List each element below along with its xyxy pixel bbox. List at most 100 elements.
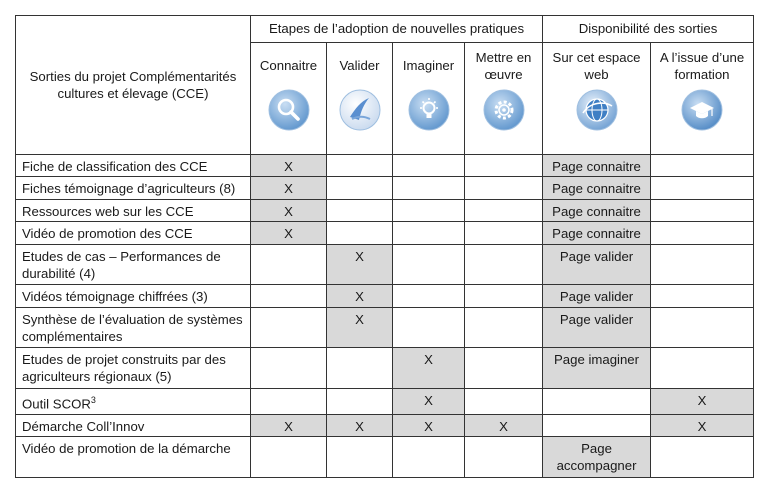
magnifier-icon: [268, 89, 309, 131]
cell-imaginer: [392, 221, 465, 245]
col-label-web: Sur cet espace web: [552, 49, 641, 82]
cell-valider: [326, 436, 393, 478]
row-label-text: Démarche Coll’Innov: [22, 418, 145, 434]
cell-imaginer: X: [392, 347, 465, 389]
row-label: Ressources web sur les CCE: [15, 198, 251, 223]
cell-connaitre: X: [250, 176, 327, 200]
cell-connaitre: [250, 387, 327, 415]
cell-formation: [650, 198, 755, 223]
cell-mettre: [463, 306, 544, 349]
table-row: Vidéo de promotion de la démarche Page ac…: [15, 436, 755, 478]
cell-connaitre: X: [250, 413, 327, 438]
cell-imaginer: [392, 198, 465, 223]
cell-formation: X: [650, 387, 755, 415]
row-label: Vidéos témoignage chiffrées (3): [15, 284, 251, 308]
cell-imaginer: X: [392, 387, 465, 415]
cell-connaitre: [250, 243, 327, 286]
group-header-stages: Etapes de l’adoption de nouvelles pratiq…: [249, 15, 544, 43]
cell-mettre: [463, 436, 544, 478]
table-row: Vidéos témoignage chiffrées (3) X Page val…: [15, 284, 755, 308]
cell-web: Page valider: [542, 284, 652, 308]
cell-web: [542, 387, 652, 415]
gear-icon: [483, 89, 525, 131]
row-label: Vidéo de promotion de la démarche: [15, 436, 251, 478]
cell-valider: X: [326, 284, 393, 308]
row-label: Etudes de cas – Performances de durabili…: [15, 243, 251, 286]
cell-mettre: [463, 153, 544, 178]
row-label: Etudes de projet construits par des agri…: [15, 347, 251, 389]
cell-imaginer: [392, 153, 465, 178]
row-label-text: Etudes de projet construits par des agri…: [22, 352, 226, 385]
cell-formation: [650, 436, 755, 478]
cell-valider: [326, 387, 393, 415]
col-header-imaginer: Imaginer: [392, 41, 465, 155]
cce-outputs-table: Sorties du projet Complémentarités cultu…: [15, 15, 755, 478]
cell-connaitre: [250, 347, 327, 389]
row-label: Fiche de classification des CCE: [15, 153, 251, 178]
col-header-valider: Valider: [326, 41, 393, 155]
cell-connaitre: [250, 306, 327, 349]
cell-valider: [326, 347, 393, 389]
table-row: Fiche de classification des CCE X Page con…: [15, 153, 755, 178]
col-label-formation: A l’issue d’une formation: [659, 49, 745, 82]
cell-valider: [326, 176, 393, 200]
col-header-mettre: Mettre en œuvre: [463, 41, 544, 155]
cell-valider: X: [326, 306, 393, 349]
cell-formation: X: [650, 413, 755, 438]
cell-mettre: [463, 347, 544, 389]
row-header: Sorties du projet Complémentarités cultu…: [15, 15, 251, 155]
cell-connaitre: X: [250, 198, 327, 223]
col-header-formation: A l’issue d’une formation: [650, 41, 755, 155]
group-header-availability: Disponibilité des sorties: [542, 15, 755, 43]
cell-imaginer: [392, 436, 465, 478]
globe-icon: [576, 89, 618, 131]
cell-mettre: [463, 243, 544, 286]
cell-connaitre: [250, 436, 327, 478]
cell-web: Page valider: [542, 243, 652, 286]
cell-formation: [650, 306, 755, 349]
cell-formation: [650, 284, 755, 308]
cell-web: Page imaginer: [542, 347, 652, 389]
cell-mettre: [463, 387, 544, 415]
col-label-imaginer: Imaginer: [402, 58, 455, 74]
cell-web: Page connaitre: [542, 221, 652, 245]
cell-connaitre: X: [250, 153, 327, 178]
cell-formation: [650, 221, 755, 245]
row-label-text: Fiche de classification des CCE: [22, 158, 208, 174]
table-row: Outil SCOR3 X X: [15, 387, 755, 415]
row-label-text: Etudes de cas – Performances de durabili…: [22, 248, 221, 281]
cell-valider: X: [326, 413, 393, 438]
table-body: Fiche de classification des CCE X Page con…: [15, 153, 755, 478]
footnote-marker: 3: [90, 394, 96, 405]
cell-mettre: [463, 221, 544, 245]
cell-web: [542, 413, 652, 438]
lightbulb-icon: [408, 89, 449, 131]
col-header-connaitre: Connaitre: [250, 41, 327, 155]
cell-connaitre: [250, 284, 327, 308]
row-label: Outil SCOR3: [15, 387, 251, 415]
cell-valider: X: [326, 243, 393, 286]
cell-web: Page connaitre: [542, 198, 652, 223]
table-row: Etudes de projet construits par des agri…: [15, 347, 755, 389]
table-row: Etudes de cas – Performances de durabili…: [15, 243, 755, 286]
graduation-cap-icon: [681, 89, 723, 131]
checkmark-icon: [339, 89, 380, 131]
table-row: Synthèse de l’évaluation de systèmes com…: [15, 306, 755, 349]
cell-web: Page accompagner: [542, 436, 652, 478]
cell-web: Page connaitre: [542, 176, 652, 200]
cell-imaginer: X: [392, 413, 465, 438]
col-label-valider: Valider: [339, 58, 380, 74]
cell-mettre: [463, 198, 544, 223]
cell-web: Page valider: [542, 306, 652, 349]
column-header-row: Connaitre Valider Imaginer: [16, 41, 755, 155]
col-header-web: Sur cet espace web: [542, 41, 652, 155]
cell-imaginer: [392, 306, 465, 349]
cell-imaginer: [392, 284, 465, 308]
cell-web: Page connaitre: [542, 153, 652, 178]
row-label: Vidéo de promotion des CCE: [15, 221, 251, 245]
cell-mettre: X: [463, 413, 544, 438]
